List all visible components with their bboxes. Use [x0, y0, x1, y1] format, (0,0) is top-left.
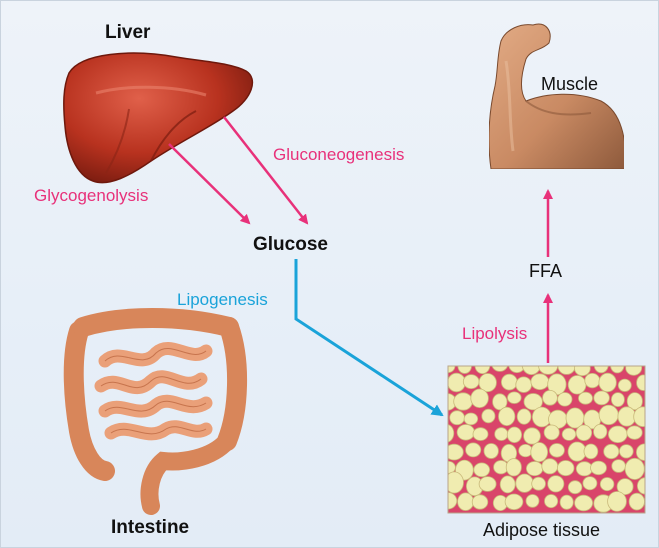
fat-cell: [599, 373, 616, 392]
fat-cell: [522, 353, 541, 375]
fat-cell: [506, 459, 521, 476]
lipolysis-label: Lipolysis: [462, 325, 527, 342]
fat-cell: [501, 374, 517, 390]
muscle-label: Muscle: [541, 75, 598, 93]
fat-cell: [457, 425, 474, 441]
fat-cell: [560, 495, 573, 509]
fat-cell: [618, 407, 636, 426]
fat-cell: [499, 407, 515, 425]
fat-cell: [492, 356, 508, 371]
fat-cell: [594, 391, 610, 405]
fat-cell: [517, 409, 531, 424]
fat-cell: [507, 427, 521, 443]
fat-cell: [619, 445, 633, 458]
fat-cell: [482, 409, 495, 423]
fat-cell: [626, 361, 642, 376]
fat-cell: [479, 477, 496, 492]
fat-cell: [594, 358, 608, 373]
fat-cell: [471, 389, 489, 408]
fat-cell: [495, 428, 508, 441]
fat-cell: [526, 462, 542, 476]
adipose-tissue-label: Adipose tissue: [483, 521, 600, 539]
fat-cell: [558, 393, 572, 407]
fat-cell: [625, 458, 644, 479]
fat-cell: [599, 405, 618, 425]
fat-cell: [549, 444, 564, 458]
fat-cell: [466, 443, 481, 457]
adipose-tissue-micrograph: [438, 353, 653, 513]
gluconeogenesis-label: Gluconeogenesis: [273, 146, 404, 163]
fat-cell: [542, 459, 558, 474]
fat-cell: [500, 476, 515, 493]
fat-cell: [557, 461, 574, 476]
fat-cell: [454, 393, 473, 410]
fat-cell: [543, 390, 558, 405]
muscle-arm-illustration: [489, 24, 625, 169]
fat-cell: [458, 493, 474, 511]
fat-cell: [591, 461, 607, 475]
fat-cell: [568, 442, 586, 461]
fat-cell: [450, 411, 465, 425]
fat-cell: [627, 426, 642, 439]
fat-cell: [516, 474, 533, 492]
fat-cell: [516, 377, 532, 393]
fat-cell: [464, 413, 478, 425]
glycogenolysis-label: Glycogenolysis: [34, 187, 148, 204]
intestine-illustration: [74, 318, 237, 506]
fat-cell: [618, 379, 631, 391]
fat-cell: [600, 478, 614, 491]
fat-cell: [608, 492, 627, 512]
fat-cell: [568, 481, 582, 494]
fat-cell: [463, 375, 479, 389]
fat-cell: [519, 444, 533, 456]
fat-cell: [545, 495, 558, 508]
fat-cell: [575, 495, 593, 511]
fat-cell: [585, 373, 600, 387]
fat-cell: [575, 361, 591, 376]
fat-cell: [576, 425, 592, 441]
fat-cell: [612, 460, 626, 473]
fat-cell: [531, 374, 549, 390]
fat-cell: [509, 356, 526, 373]
fat-cell: [579, 392, 593, 404]
lipogenesis-arrow: [296, 259, 442, 415]
glucose-label: Glucose: [253, 235, 328, 254]
fat-cell: [629, 493, 644, 510]
fat-cell: [583, 477, 597, 490]
ffa-label: FFA: [529, 262, 562, 280]
fat-cell: [474, 463, 490, 477]
fat-cell: [473, 428, 488, 441]
fat-cell: [508, 392, 522, 404]
fat-cell: [526, 495, 539, 508]
fat-cell: [594, 424, 607, 438]
fat-cell: [438, 424, 454, 442]
intestine-label: Intestine: [111, 518, 189, 537]
fat-cell: [611, 358, 625, 373]
fat-cell: [611, 393, 624, 407]
fat-cell: [584, 444, 598, 459]
gluconeogenesis-arrow: [224, 117, 307, 223]
liver-label: Liver: [105, 23, 150, 42]
fat-cell: [562, 428, 576, 440]
fat-cell: [548, 476, 564, 492]
fat-cell: [505, 494, 523, 510]
fat-cell: [604, 444, 619, 458]
fat-cell: [608, 426, 627, 443]
fat-cell: [576, 462, 592, 476]
lipogenesis-label: Lipogenesis: [177, 291, 268, 308]
fat-cell: [544, 425, 559, 440]
fat-cell: [637, 375, 651, 391]
fat-cell: [472, 495, 488, 509]
fat-cell: [524, 428, 541, 444]
fat-cell: [531, 443, 548, 462]
fat-cell: [448, 373, 466, 392]
fat-cell: [568, 376, 586, 395]
fat-cell: [484, 444, 498, 459]
fat-cell: [634, 407, 653, 427]
fat-cell: [532, 477, 546, 490]
glycogenolysis-arrow: [169, 144, 249, 223]
